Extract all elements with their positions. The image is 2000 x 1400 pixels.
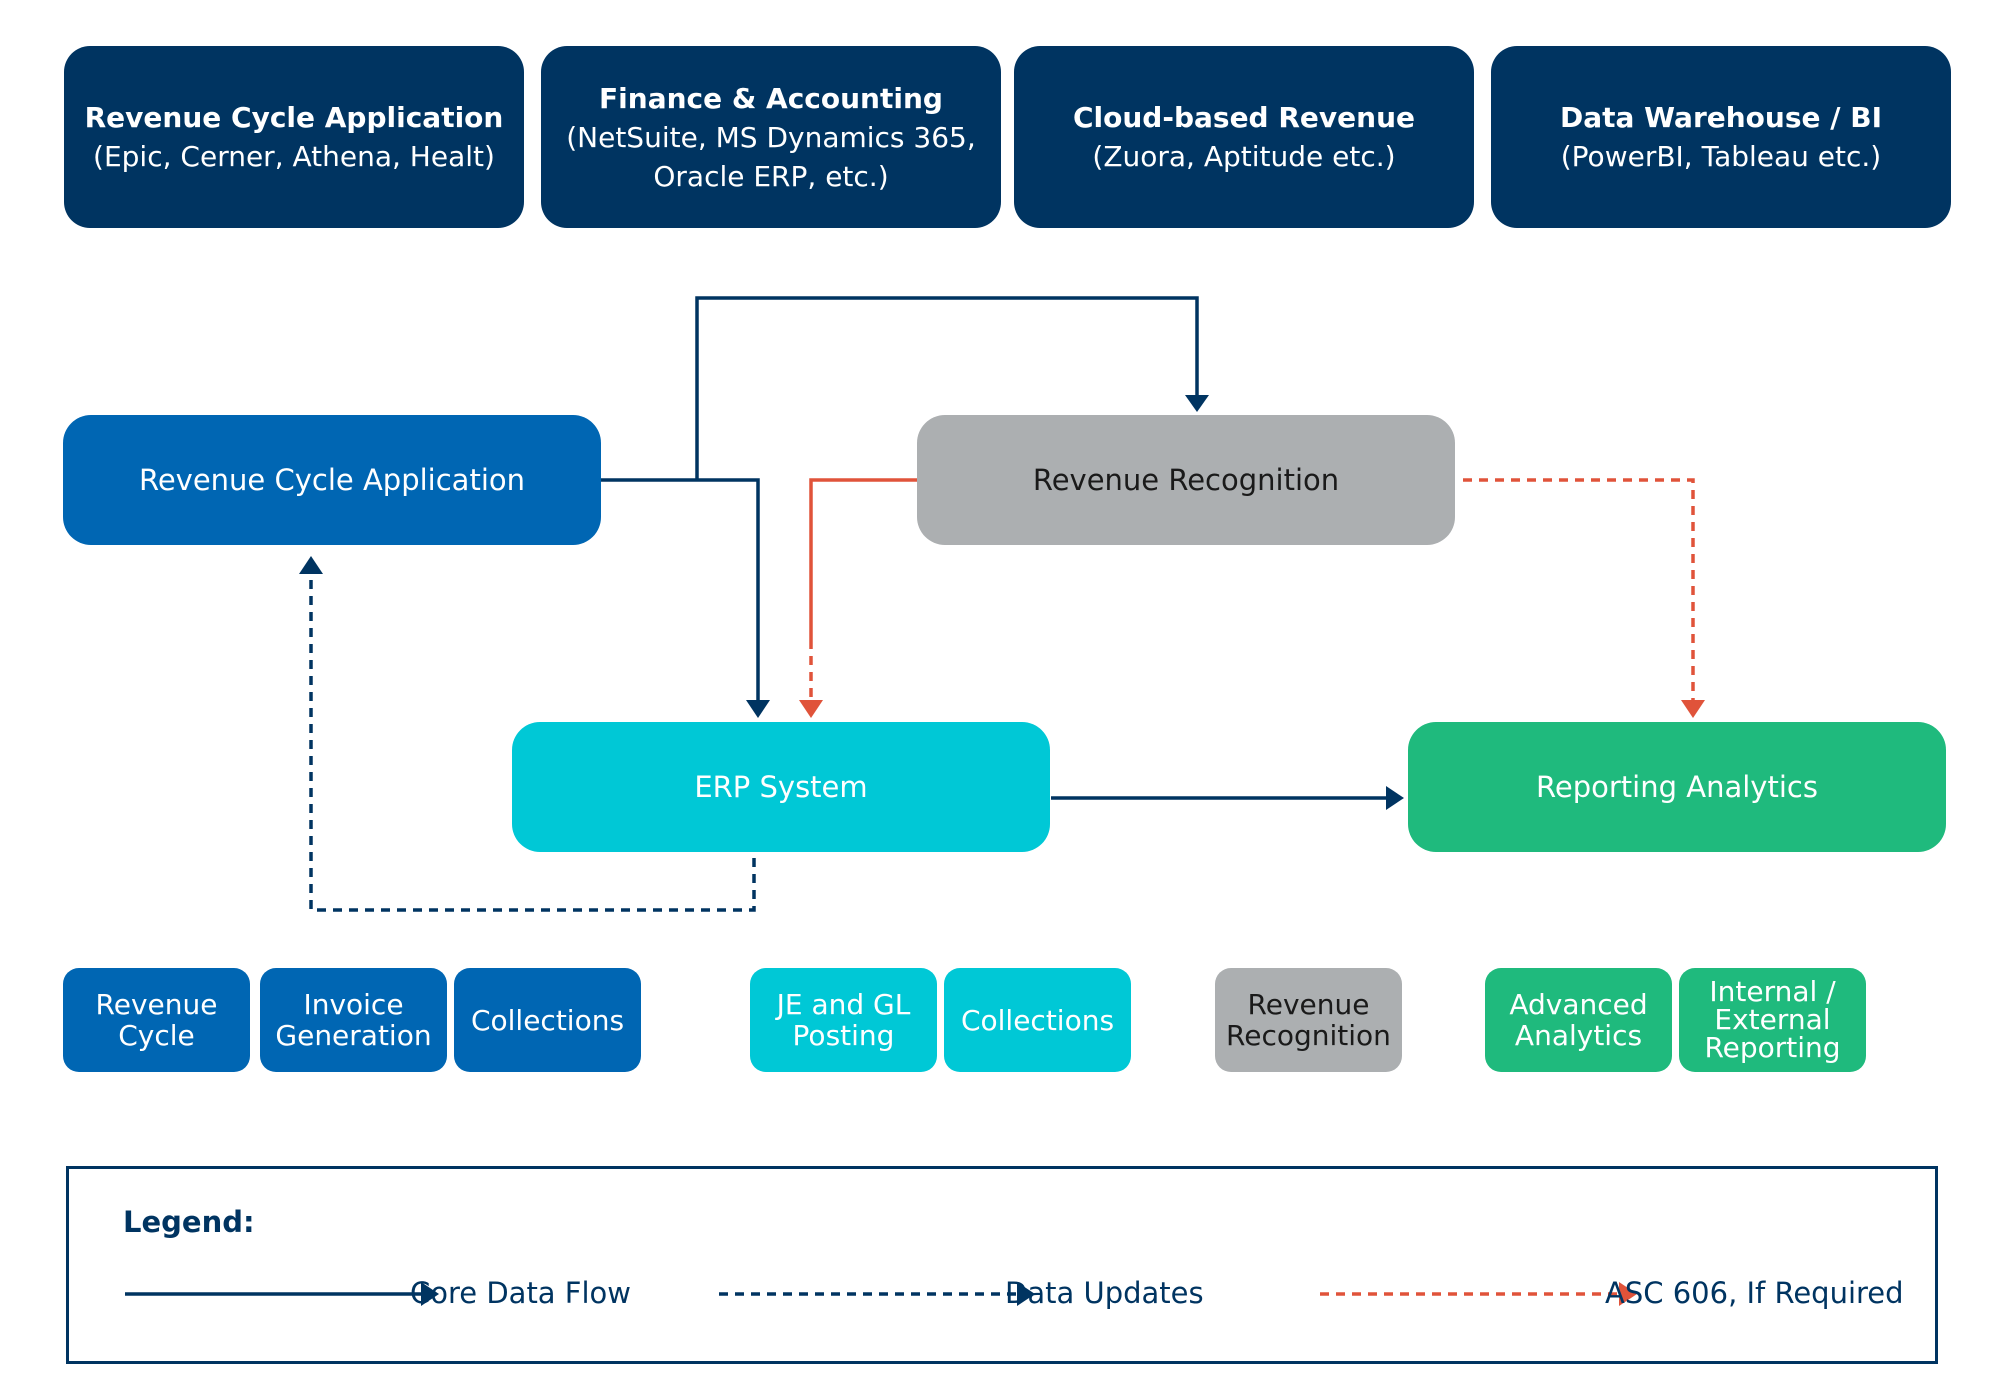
- top-box-finance-accounting: Finance & Accounting (NetSuite, MS Dynam…: [541, 46, 1001, 228]
- node-erp-system: ERP System: [512, 722, 1050, 852]
- legend-core-label: Core Data Flow: [410, 1276, 631, 1310]
- arrowhead-down-icon: [746, 700, 770, 718]
- top-box-revenue-cycle: Revenue Cycle Application (Epic, Cerner,…: [64, 46, 524, 228]
- module-label: Collections: [960, 1003, 1115, 1037]
- module-label: Revenue: [1247, 988, 1370, 1021]
- node-revenue-cycle-application: Revenue Cycle Application: [63, 415, 601, 545]
- core-flow-app-to-recognition: [695, 296, 1199, 480]
- node-revenue-recognition: Revenue Recognition: [917, 415, 1455, 545]
- top-box-cloud-revenue: Cloud-based Revenue (Zuora, Aptitude etc…: [1014, 46, 1474, 228]
- top-box-subtitle: (NetSuite, MS Dynamics 365,: [566, 120, 976, 154]
- asc-flow-recognition-to-erp-solid: [809, 478, 917, 640]
- arrowhead-right-icon: [421, 1282, 439, 1306]
- top-box-data-warehouse: Data Warehouse / BI (PowerBI, Tableau et…: [1491, 46, 1951, 228]
- legend-asc-label: ASC 606, If Required: [1605, 1276, 1904, 1310]
- module-collections-revenue: Collections: [454, 968, 641, 1072]
- top-box-title: Data Warehouse / BI: [1560, 101, 1882, 134]
- arrowhead-right-icon: [1386, 786, 1404, 810]
- core-flow-app-to-erp: [601, 478, 760, 700]
- legend-title: Legend:: [123, 1205, 255, 1239]
- top-box-subtitle: Oracle ERP, etc.): [653, 159, 889, 193]
- module-label: JE and GL: [776, 988, 911, 1021]
- module-revenue-recognition: Revenue Recognition: [1215, 968, 1402, 1072]
- node-label: Reporting Analytics: [1536, 770, 1818, 804]
- module-label: Revenue: [95, 988, 218, 1021]
- module-internal-external-reporting: Internal / External Reporting: [1679, 968, 1866, 1072]
- top-box-title: Cloud-based Revenue: [1072, 101, 1415, 134]
- arrowhead-down-icon: [799, 700, 823, 718]
- module-label: Analytics: [1514, 1019, 1643, 1052]
- module-label: Recognition: [1226, 1019, 1391, 1052]
- module-advanced-analytics: Advanced Analytics: [1485, 968, 1672, 1072]
- asc-flow-recognition-to-reporting: [1463, 478, 1695, 700]
- node-label: ERP System: [694, 770, 868, 804]
- top-box-title: Finance & Accounting: [599, 81, 943, 115]
- node-label: Revenue Recognition: [1032, 463, 1340, 497]
- top-box-title: Revenue Cycle Application: [84, 101, 504, 134]
- arrowhead-right-icon: [1017, 1282, 1035, 1306]
- module-label: Invoice: [303, 988, 404, 1021]
- node-reporting-analytics: Reporting Analytics: [1408, 722, 1946, 852]
- module-label: Internal /: [1709, 975, 1836, 1008]
- arrowhead-down-icon: [1681, 700, 1705, 718]
- module-revenue-cycle: Revenue Cycle: [63, 968, 250, 1072]
- top-box-subtitle: (Epic, Cerner, Athena, Healt): [93, 140, 495, 173]
- module-label: Reporting: [1704, 1031, 1841, 1064]
- legend-line-samples: [125, 1282, 1637, 1306]
- module-label: Advanced: [1509, 988, 1648, 1021]
- module-label: External: [1714, 1003, 1831, 1036]
- module-label: Posting: [792, 1019, 895, 1052]
- arrowhead-down-icon: [1185, 395, 1209, 412]
- module-je-gl-posting: JE and GL Posting: [750, 968, 937, 1072]
- top-box-subtitle: (Zuora, Aptitude etc.): [1092, 140, 1396, 173]
- module-invoice-generation: Invoice Generation: [260, 968, 447, 1072]
- legend: Legend: Core Data Flow Data Updates ASC …: [66, 1166, 1938, 1364]
- module-label: Cycle: [118, 1019, 195, 1052]
- top-box-subtitle: (PowerBI, Tableau etc.): [1560, 140, 1882, 173]
- node-label: Revenue Cycle Application: [138, 463, 526, 497]
- module-collections-erp: Collections: [944, 968, 1131, 1072]
- module-label: Generation: [275, 1019, 432, 1052]
- legend-updates-label: Data Updates: [1005, 1276, 1204, 1310]
- arrowhead-up-icon: [299, 556, 323, 574]
- module-label: Collections: [470, 1003, 625, 1037]
- arrowhead-right-icon: [1619, 1282, 1637, 1306]
- data-updates-erp-to-app: [309, 574, 756, 912]
